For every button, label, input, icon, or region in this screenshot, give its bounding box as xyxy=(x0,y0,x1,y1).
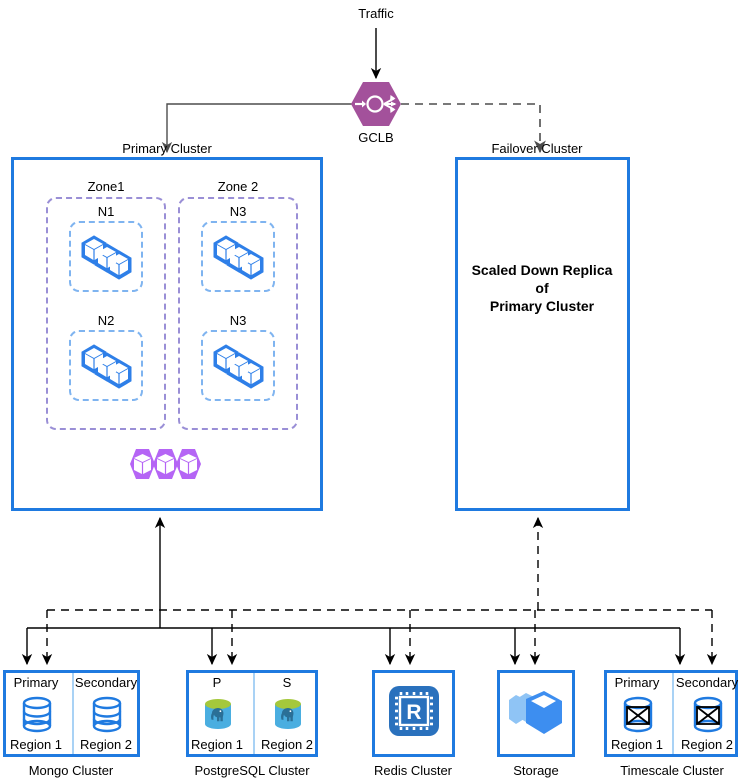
timescale-crossed-cylinder-icon xyxy=(692,696,724,734)
storage-title: Storage xyxy=(513,763,559,778)
traffic-label: Traffic xyxy=(358,6,394,21)
failover-cluster-body-text: Scaled Down Replica of Primary Cluster xyxy=(471,262,613,314)
node-box-n3b[interactable] xyxy=(201,330,275,401)
postgres-primary-region-label: Region 1 xyxy=(190,737,244,752)
failover-cluster-box[interactable] xyxy=(455,157,630,511)
zone-label-1: Zone1 xyxy=(87,179,125,194)
storage-box-icon xyxy=(506,687,568,739)
timescale-secondary-role-label: Secondary xyxy=(675,675,739,690)
node-label-n2: N2 xyxy=(97,313,115,328)
timescale-primary-region-label: Region 1 xyxy=(610,737,664,752)
zone-box-1[interactable] xyxy=(46,197,166,430)
node-cubes-icon xyxy=(208,339,266,395)
load-balancer-icon xyxy=(350,80,402,128)
failover-cluster-label: Failover Cluster xyxy=(491,141,583,156)
node-label-n3b: N3 xyxy=(229,313,247,328)
node-box-n1[interactable] xyxy=(69,221,143,292)
gclb-label: GCLB xyxy=(358,130,394,145)
database-cylinder-icon xyxy=(21,696,53,734)
node-cubes-icon xyxy=(208,230,266,286)
postgres-region-divider xyxy=(253,673,255,754)
postgres-secondary-region-label: Region 2 xyxy=(260,737,314,752)
mongo-primary-role-label: Primary xyxy=(13,675,59,690)
mongo-region-divider xyxy=(72,673,74,754)
timescale-crossed-cylinder-icon xyxy=(622,696,654,734)
node-box-n2[interactable] xyxy=(69,330,143,401)
timescale-primary-role-label: Primary xyxy=(614,675,660,690)
zone-box-2[interactable] xyxy=(178,197,298,430)
primary-cluster-label: Primary Cluster xyxy=(122,141,212,156)
postgres-cluster-title: PostgreSQL Cluster xyxy=(194,763,310,778)
node-cubes-icon xyxy=(76,230,134,286)
mongo-primary-region-label: Region 1 xyxy=(9,737,63,752)
timescale-cluster-title: Timescale Cluster xyxy=(620,763,724,778)
postgres-secondary-role-label: S xyxy=(282,675,292,690)
redis-cluster-title: Redis Cluster xyxy=(373,763,453,778)
node-cubes-icon xyxy=(76,339,134,395)
node-label-n3a: N3 xyxy=(229,204,247,219)
svg-text:R: R xyxy=(406,701,421,724)
mongo-secondary-region-label: Region 2 xyxy=(79,737,133,752)
postgres-elephant-icon xyxy=(272,696,304,734)
node-box-n3a[interactable] xyxy=(201,221,275,292)
zone-label-2: Zone 2 xyxy=(217,179,259,194)
timescale-secondary-region-label: Region 2 xyxy=(680,737,734,752)
postgres-elephant-icon xyxy=(202,696,234,734)
node-label-n1: N1 xyxy=(97,204,115,219)
mongo-cluster-title: Mongo Cluster xyxy=(28,763,114,778)
redis-chip-icon: R xyxy=(385,681,443,741)
pod-cubes-icon xyxy=(128,447,202,481)
postgres-primary-role-label: P xyxy=(212,675,222,690)
mongo-secondary-role-label: Secondary xyxy=(74,675,138,690)
timescale-region-divider xyxy=(672,673,674,754)
database-cylinder-icon xyxy=(91,696,123,734)
postgres-cluster-box[interactable] xyxy=(186,670,318,757)
